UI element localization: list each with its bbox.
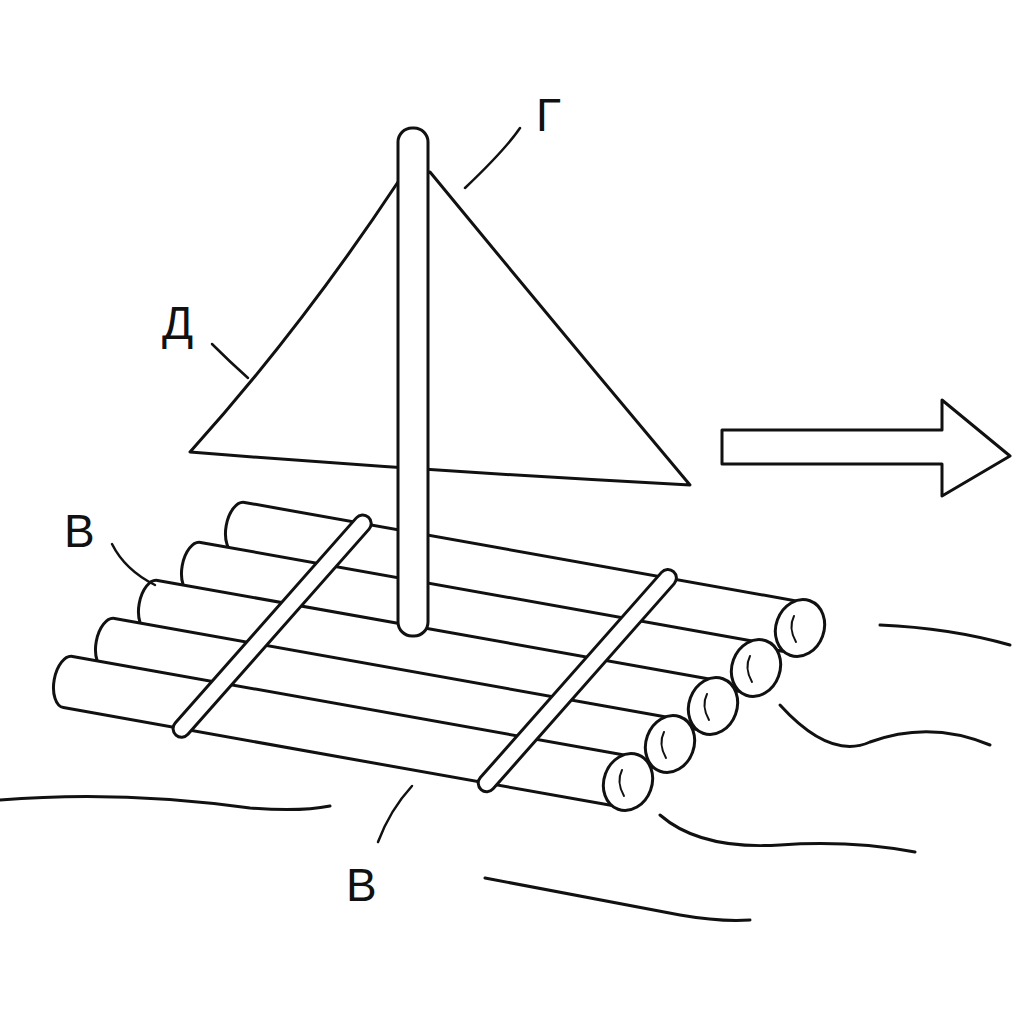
sail (190, 172, 690, 485)
band-outline (487, 578, 668, 783)
log-ring (747, 656, 752, 682)
part-letter: В (346, 862, 377, 908)
mast (398, 128, 428, 636)
band-outline (182, 523, 363, 728)
log-ring (619, 770, 624, 796)
log (53, 656, 632, 807)
log-ring (791, 616, 796, 642)
part-letter: Д (162, 300, 193, 346)
log-end (596, 747, 661, 818)
raft-logs (53, 502, 832, 817)
leader-lines (112, 128, 520, 842)
part-letter: Г (536, 92, 561, 138)
band (182, 523, 363, 728)
band (487, 578, 668, 783)
part-letter: В (64, 508, 95, 554)
log-ring (661, 732, 666, 758)
direction-arrow (722, 400, 1010, 496)
log-ring (704, 694, 709, 720)
